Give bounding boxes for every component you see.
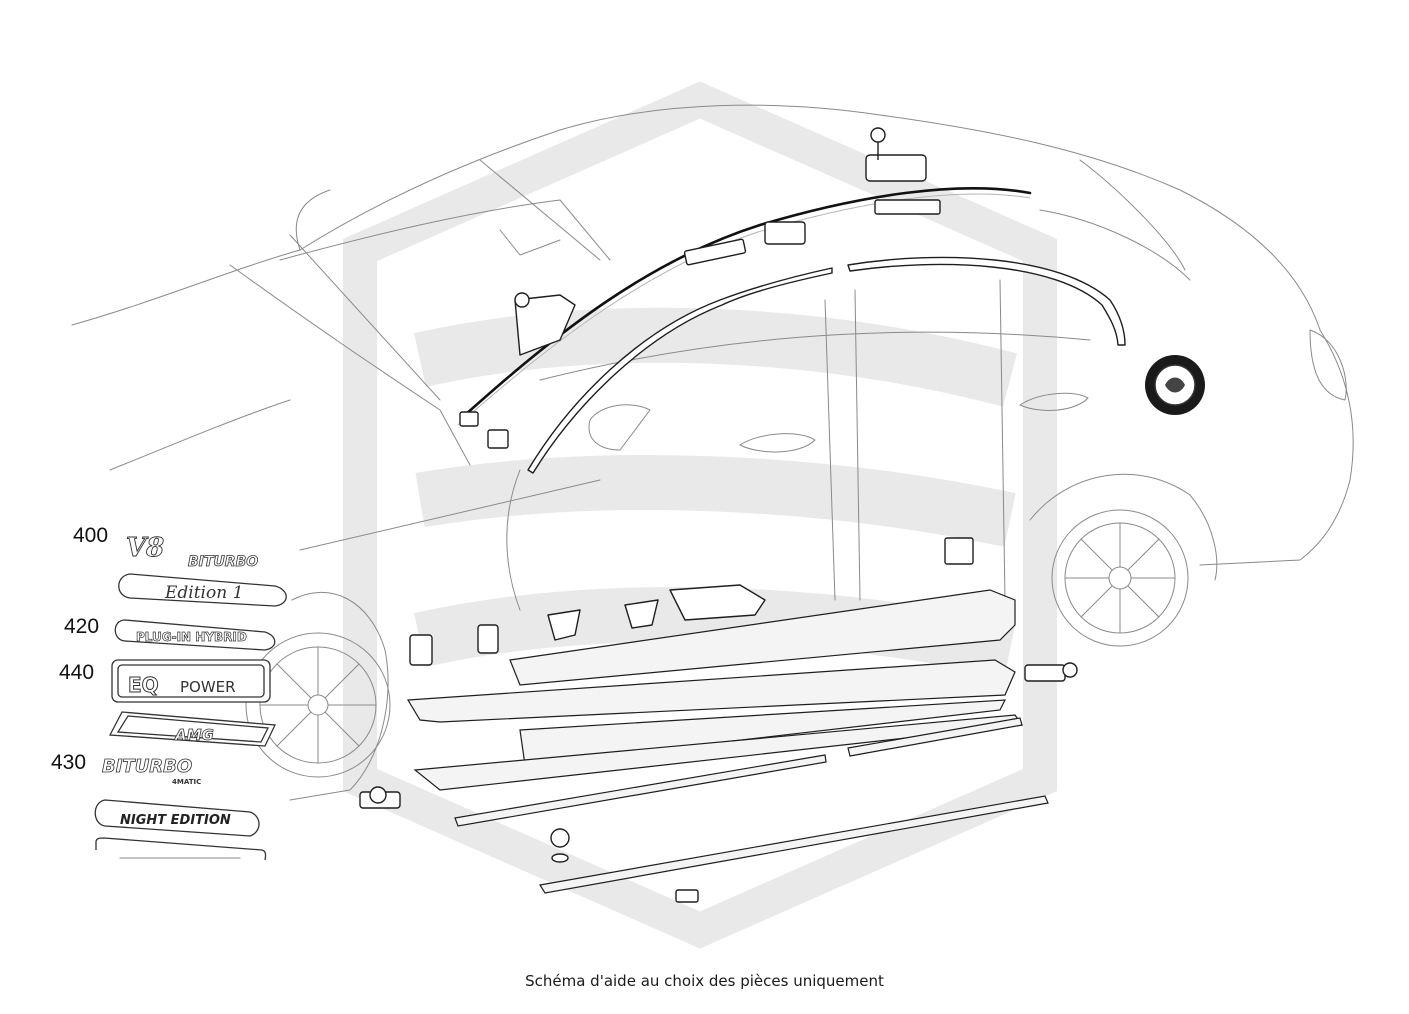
door-clips — [409, 537, 974, 666]
callout-420: 420 — [64, 615, 100, 638]
callout-400: 400 — [73, 524, 109, 547]
edition-1-text: Edition 1 — [164, 583, 243, 603]
callout-440: 440 — [59, 661, 95, 684]
callout-430: 430 — [51, 751, 87, 774]
side-skirt-panels — [406, 589, 1024, 791]
diagram-caption: Schéma d'aide au choix des pièces unique… — [525, 972, 884, 990]
biturbo-4matic-badge: BITURBO 4MATIC — [102, 756, 202, 786]
v8-badge-text: V8 — [126, 533, 164, 563]
watermark-logo — [343, 81, 1057, 949]
plug-in-hybrid-text: PLUG-IN HYBRID — [136, 630, 247, 644]
molding-strips — [454, 717, 1049, 894]
amg-badge: AMG — [108, 711, 276, 747]
night-edition-text: NIGHT EDITION — [120, 813, 231, 828]
roof-clips — [459, 127, 941, 449]
eq-power-badge: EQ POWER — [111, 659, 271, 703]
rear-wheel — [1051, 509, 1189, 647]
night-edition-badge: NIGHT EDITION — [94, 799, 260, 837]
front-wheel — [245, 632, 391, 778]
door-frame-trim — [527, 256, 1126, 474]
amg-text: AMG — [174, 726, 214, 744]
plug-in-hybrid-badge: PLUG-IN HYBRID — [114, 619, 276, 651]
edition-1-badge: Edition 1 — [118, 573, 287, 607]
car-body-outline — [71, 104, 1354, 801]
fourmatic-text: 4MATIC — [172, 778, 201, 786]
eq-mark-text: EQ — [128, 673, 159, 697]
emblem-badge — [1145, 355, 1205, 415]
biturbo-small-badge-text: BITURBO — [188, 554, 258, 570]
power-text: POWER — [180, 678, 236, 696]
v8-biturbo-badge: V8 BITURBO — [126, 533, 259, 571]
cut-off-badge — [95, 837, 267, 861]
fasteners — [359, 662, 1078, 903]
biturbo-text: BITURBO — [102, 756, 192, 777]
